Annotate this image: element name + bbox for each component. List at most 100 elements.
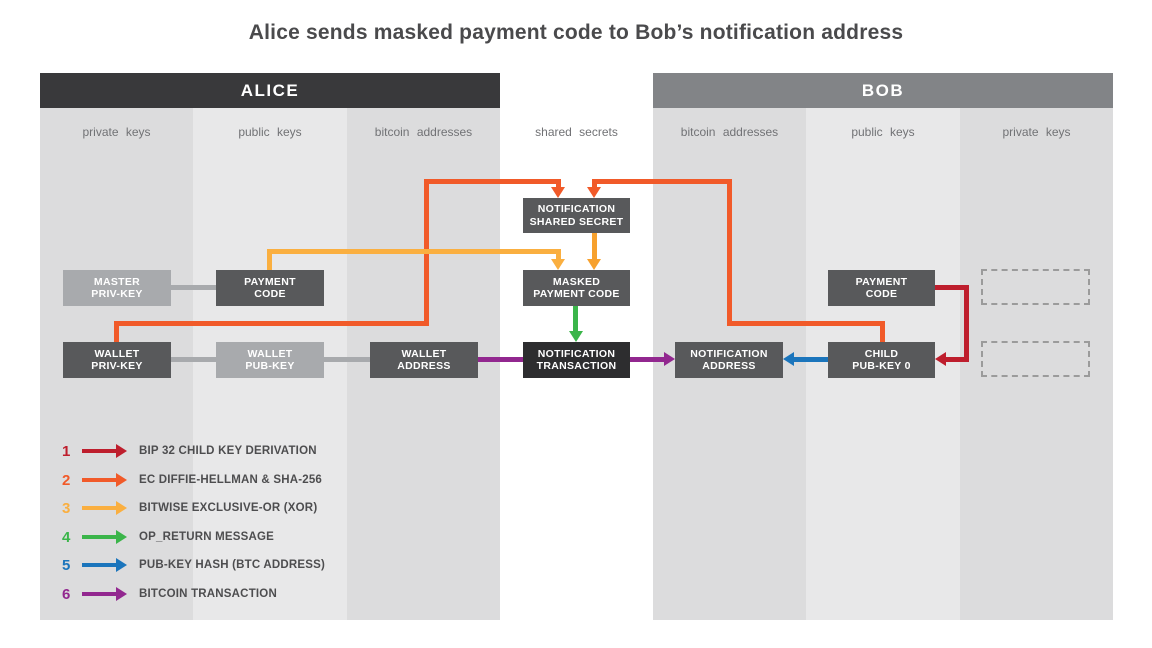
box-child-pub-key-0: CHILD PUB-KEY 0 — [828, 342, 935, 378]
box-label-line: NOTIFICATION — [690, 347, 768, 360]
box-label-line: SHARED SECRET — [529, 215, 624, 228]
diagram-title: Alice sends masked payment code to Bob’s… — [248, 21, 904, 44]
box-label-line: CODE — [865, 288, 898, 300]
box-label-line: CODE — [254, 288, 286, 300]
arrowhead — [587, 259, 601, 270]
box-label-line: ADDRESS — [397, 360, 451, 372]
box-label-line: TRANSACTION — [536, 360, 617, 372]
legend-arrow-icon — [82, 473, 128, 487]
line-segment — [267, 249, 272, 270]
box-label-line: WALLET — [247, 347, 293, 360]
line-segment — [573, 306, 578, 332]
box-notification-address: NOTIFICATION ADDRESS — [675, 342, 783, 378]
box-label-line: WALLET — [401, 347, 447, 360]
legend-arrow-icon — [82, 587, 128, 601]
box-label-line: PAYMENT CODE — [533, 288, 620, 300]
line-segment — [630, 357, 664, 362]
legend-row-op-return: 4 OP_RETURN MESSAGE — [62, 527, 274, 547]
legend-number: 3 — [62, 499, 71, 517]
bob-header-bar: BOB — [653, 73, 1113, 108]
legend-arrow-icon — [82, 444, 128, 458]
legend-arrow-icon — [82, 558, 128, 572]
arrowhead — [935, 352, 946, 366]
arrowhead — [551, 259, 565, 270]
box-wallet-pub-key: WALLET PUB-KEY — [216, 342, 324, 378]
bob-header-label: BOB — [861, 80, 905, 100]
line-segment — [478, 357, 523, 362]
box-label-line: MASTER — [93, 275, 141, 288]
shared-secrets-column-label: shared secrets — [535, 125, 618, 139]
arrowhead — [664, 352, 675, 366]
legend-number: 2 — [62, 471, 71, 489]
line-segment — [592, 179, 732, 184]
box-wallet-priv-key: WALLET PRIV-KEY — [63, 342, 171, 378]
box-label-line: PRIV-KEY — [91, 288, 143, 300]
legend-number: 6 — [62, 585, 71, 603]
arrowhead — [569, 331, 583, 342]
legend-label: BITCOIN TRANSACTION — [139, 588, 277, 600]
line-segment — [727, 179, 732, 326]
line-segment — [964, 285, 969, 362]
legend-label: PUB-KEY HASH (BTC ADDRESS) — [139, 559, 326, 571]
box-label-line: ADDRESS — [702, 360, 756, 372]
box-label-line: CHILD — [864, 347, 899, 360]
box-label-line: NOTIFICATION — [537, 203, 616, 215]
box-wallet-address: WALLET ADDRESS — [370, 342, 478, 378]
alice-header-bar: ALICE — [40, 73, 500, 108]
line-segment — [424, 179, 561, 184]
legend-number: 5 — [62, 556, 71, 574]
box-notification-transaction: NOTIFICATION TRANSACTION — [523, 342, 630, 378]
dashed-placeholder-box — [981, 341, 1090, 377]
box-notification-shared-secret: NOTIFICATION SHARED SECRET — [523, 198, 630, 233]
legend-label: BITWISE EXCLUSIVE-OR (XOR) — [139, 502, 318, 514]
legend-number: 1 — [62, 442, 71, 460]
legend-row-bip32: 1 BIP 32 CHILD KEY DERIVATION — [62, 441, 317, 461]
box-label-line: NOTIFICATION — [537, 347, 616, 360]
line-segment — [556, 179, 561, 188]
box-label-line: PAYMENT — [855, 275, 908, 288]
legend-label: BIP 32 CHILD KEY DERIVATION — [139, 445, 317, 457]
arrowhead — [551, 187, 565, 198]
line-segment — [114, 321, 429, 326]
legend-arrow-icon — [82, 530, 128, 544]
legend-row-ecdh: 2 EC DIFFIE-HELLMAN & SHA-256 — [62, 470, 322, 490]
connector-wallet-priv-to-pub — [171, 357, 216, 362]
box-payment-code-alice: PAYMENT CODE — [216, 270, 324, 306]
legend-row-bitcoin-transaction: 6 BITCOIN TRANSACTION — [62, 584, 277, 604]
box-masked-payment-code: MASKED PAYMENT CODE — [523, 270, 630, 306]
bob-column-label-public-keys: public keys — [851, 125, 915, 139]
line-segment — [267, 249, 561, 254]
alice-column-label-private-keys: private keys — [82, 125, 151, 139]
box-label-line: PUB-KEY — [245, 360, 295, 372]
line-segment — [114, 321, 119, 342]
dashed-placeholder-box — [981, 269, 1090, 305]
connector-master-to-payment-code — [171, 285, 216, 290]
legend-label: OP_RETURN MESSAGE — [139, 531, 275, 543]
legend-row-pubkey-hash: 5 PUB-KEY HASH (BTC ADDRESS) — [62, 555, 325, 575]
box-label-line: MASKED — [552, 275, 601, 288]
line-segment — [727, 321, 885, 326]
legend-row-xor: 3 BITWISE EXCLUSIVE-OR (XOR) — [62, 498, 317, 518]
line-segment — [946, 357, 968, 362]
line-segment — [794, 357, 828, 362]
line-segment — [556, 254, 561, 260]
line-segment — [935, 285, 969, 290]
arrowhead — [587, 187, 601, 198]
legend-number: 4 — [62, 528, 71, 546]
legend-label: EC DIFFIE-HELLMAN & SHA-256 — [139, 474, 323, 486]
box-master-priv-key: MASTER PRIV-KEY — [63, 270, 171, 306]
arrowhead — [783, 352, 794, 366]
box-label-line: PUB-KEY 0 — [852, 360, 911, 372]
line-segment — [880, 321, 885, 342]
box-payment-code-bob: PAYMENT CODE — [828, 270, 935, 306]
alice-column-label-public-keys: public keys — [238, 125, 302, 139]
bob-column-private-keys — [960, 108, 1113, 620]
box-label-line: WALLET — [94, 347, 140, 360]
line-segment — [592, 233, 597, 260]
alice-header-label: ALICE — [240, 80, 300, 100]
line-segment — [592, 184, 597, 188]
bob-column-label-bitcoin-addresses: bitcoin addresses — [680, 125, 779, 139]
alice-column-label-bitcoin-addresses: bitcoin addresses — [374, 125, 473, 139]
box-label-line: PRIV-KEY — [91, 360, 143, 372]
